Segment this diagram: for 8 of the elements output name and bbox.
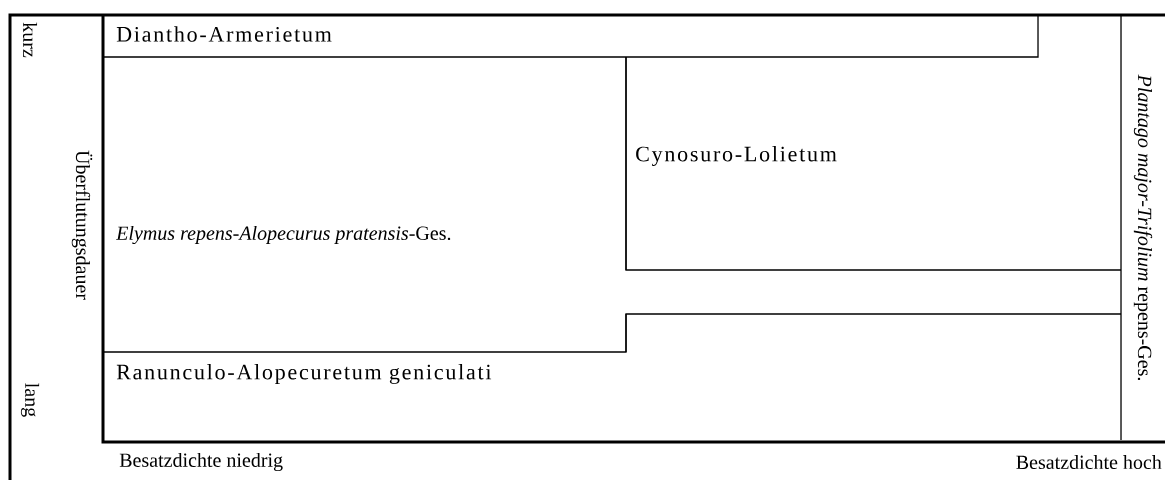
vegetation-zone: Cynosuro-Lolietum (625, 56, 1122, 271)
vegetation-zone: Diantho-Armerietum (102, 14, 1039, 58)
axis-label: lang (20, 383, 40, 417)
axis-label: kurz (22, 22, 38, 58)
axis-label: Besatzdichte niedrig (119, 452, 283, 472)
vegetation-zone: Plantago major-Trifolium repens-Ges. (1120, 14, 1153, 441)
axis-title: Überflutungsdauer (71, 150, 93, 300)
vegetation-zone: Elymus repens-Alopecurus pratensis-Ges. (102, 56, 627, 353)
